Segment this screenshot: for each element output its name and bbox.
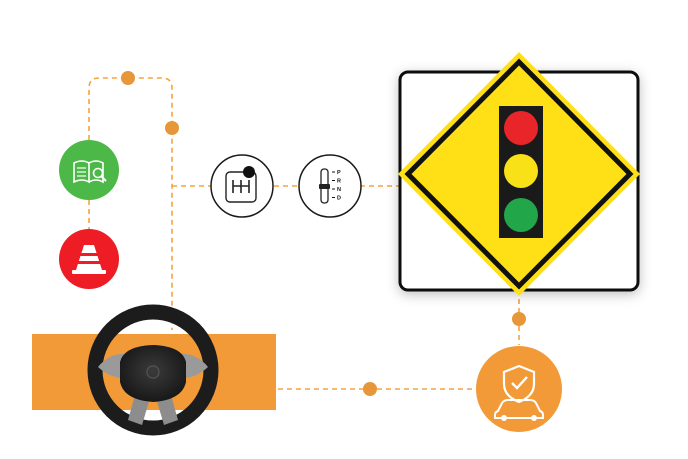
traffic-signal-ahead-sign (398, 52, 640, 296)
connector-dot (121, 71, 135, 85)
gear-label-p: P (337, 170, 341, 176)
red-light (504, 111, 538, 145)
green-light (504, 198, 538, 232)
manual-gear-shifter-icon (210, 154, 274, 218)
connector-dot (512, 312, 526, 326)
car-insurance-shield-icon (476, 346, 562, 432)
yellow-light (504, 154, 538, 188)
gear-label-n: N (337, 187, 341, 193)
gear-label-d: D (337, 196, 341, 202)
connector-dot (363, 382, 377, 396)
steering-wheel (87, 304, 219, 436)
traffic-cone-icon (59, 229, 119, 289)
connector-dot (165, 121, 179, 135)
connector-dots (121, 71, 526, 396)
manual-book-icon (59, 140, 119, 200)
gear-label-r: R (337, 179, 341, 185)
